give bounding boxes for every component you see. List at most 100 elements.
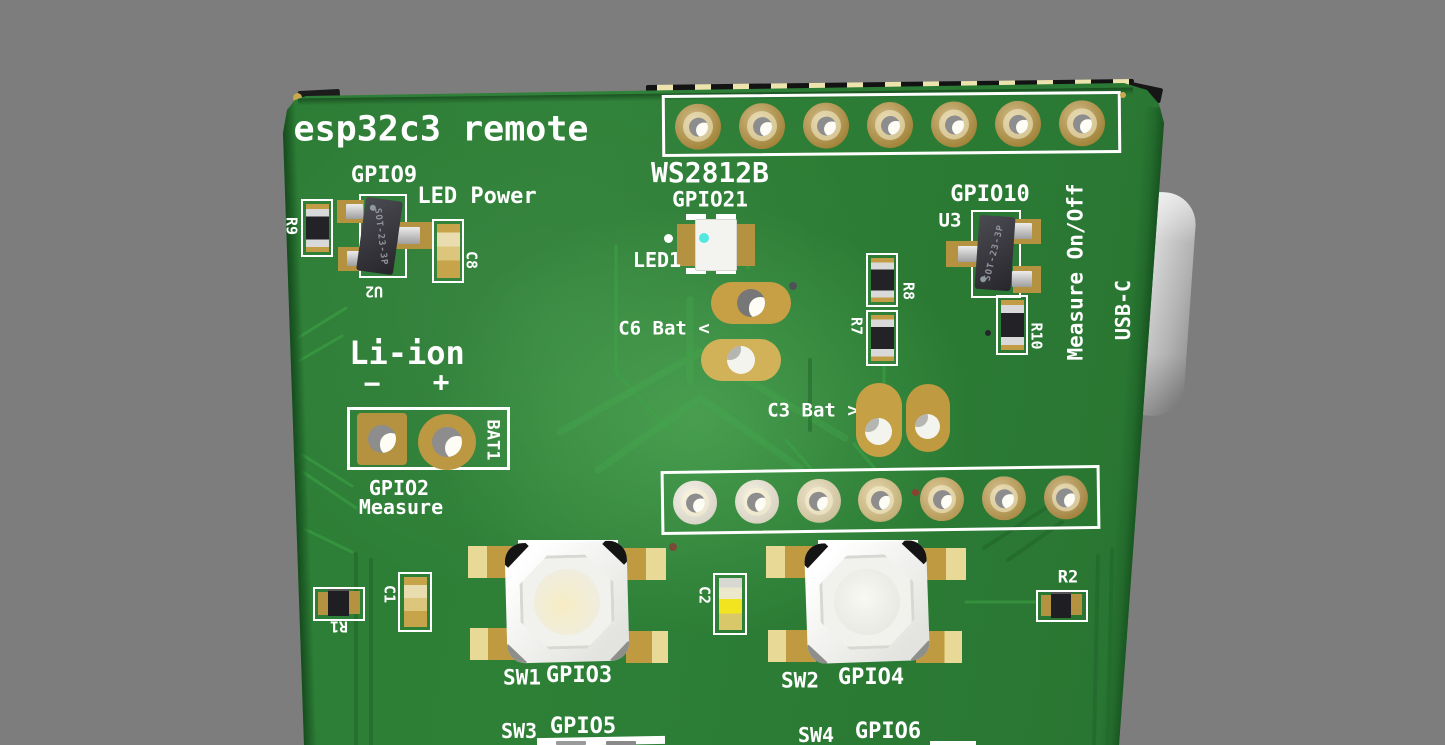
sw1-corner-mark (504, 644, 527, 664)
middle-header-hole (734, 479, 780, 525)
c6-hole (737, 289, 765, 317)
r1-outline (313, 587, 365, 621)
led1-silk-tick (686, 214, 706, 220)
led1-silk-tick (716, 214, 736, 220)
label-gpio9: GPIO9 (350, 163, 418, 188)
u3-leg (1012, 223, 1032, 239)
c2-outline (713, 573, 747, 635)
label-gpio3: GPIO3 (545, 663, 613, 688)
label-bat-minus: − (363, 367, 381, 400)
label-c6-bat: C6 Bat < (618, 317, 710, 340)
label-li-ion: Li-ion (349, 334, 465, 372)
c8-capacitor (437, 224, 460, 278)
bat1-neg-pad (357, 413, 407, 465)
c1-outline (398, 572, 432, 632)
via (1120, 92, 1126, 98)
label-gpio2: GPIO2 (368, 476, 430, 500)
r7-outline (866, 310, 898, 366)
label-usb-c: USB-C (1111, 279, 1135, 341)
led1-body (695, 219, 737, 271)
sw1-corner-mark (602, 540, 630, 565)
top-header-hole (1058, 100, 1106, 147)
middle-pin-header (660, 464, 1101, 536)
r8-outline (866, 253, 898, 307)
label-r1: R1 (329, 617, 349, 636)
sw1-switch (466, 540, 668, 672)
top-header-hole (994, 100, 1042, 148)
led1-pin1-marker (664, 234, 673, 243)
r2-outline (1036, 590, 1088, 622)
middle-header-hole-bore (808, 491, 829, 511)
middle-header-hole-bore (994, 488, 1014, 508)
sw1-corner-mark (504, 540, 529, 568)
top-header-hole-bore (816, 115, 836, 136)
r1-resistor (328, 589, 349, 616)
r2-pad (1041, 595, 1054, 616)
top-header-hole-bore (1008, 114, 1028, 134)
bat1-neg-hole (368, 425, 396, 453)
middle-header-hole-bore (747, 492, 767, 512)
r2-pad (1069, 594, 1082, 615)
led1-silk-tick (716, 268, 736, 274)
led1-silk-tick (686, 268, 706, 274)
r7-resistor (871, 315, 894, 361)
label-led1: LED1 (632, 248, 682, 272)
label-gpio4: GPIO4 (837, 665, 905, 690)
r10-resistor (1001, 300, 1024, 350)
label-u3: U3 (938, 209, 962, 232)
sw2-corner-mark (803, 539, 829, 569)
label-u2: U2 (364, 282, 384, 301)
middle-header-hole (858, 477, 903, 523)
label-sw2: SW2 (781, 668, 819, 693)
label-led-power: LED Power (417, 184, 537, 209)
top-header-hole-bore (944, 114, 964, 135)
label-r7: R7 (847, 316, 866, 336)
c6-hole (727, 346, 755, 374)
middle-header-hole-bore (932, 489, 952, 509)
label-r2: R2 (1057, 567, 1079, 588)
label-bat1: BAT1 (482, 419, 503, 461)
label-sw1: SW1 (503, 665, 541, 690)
middle-header-hole (1043, 475, 1089, 520)
via (789, 282, 797, 290)
label-r10: R10 (1027, 322, 1046, 350)
bat1-pos-hole (432, 427, 462, 457)
u2-leg (346, 204, 363, 219)
label-gpio21: GPIO21 (672, 187, 748, 212)
top-header-hole-bore (688, 117, 708, 137)
c8-outline (432, 219, 464, 283)
sw2-corner-mark (901, 539, 931, 565)
c6-pad-bottom (701, 339, 781, 381)
top-header-hole (674, 103, 722, 150)
label-c1: C1 (380, 584, 399, 604)
c6-pad-top (711, 282, 791, 324)
top-header-hole-bore (752, 116, 772, 136)
top-header-hole-bore (1072, 113, 1092, 133)
label-measure-on-off: Measure On/Off (1063, 183, 1088, 361)
u2-leg (398, 227, 420, 244)
middle-header-hole (981, 475, 1027, 521)
middle-header-hole-bore (870, 490, 891, 510)
middle-header-hole (919, 476, 965, 522)
top-pin-header (661, 90, 1122, 158)
label-c3-bat: C3 Bat > (767, 399, 859, 422)
middle-header-hole (672, 480, 718, 525)
sw3-body-partial (606, 741, 636, 745)
u3-leg (1012, 271, 1032, 287)
u3-leg (958, 246, 978, 262)
r10-outline (996, 295, 1028, 355)
top-header-hole (930, 101, 978, 148)
middle-header-hole-bore (1056, 487, 1076, 508)
label-c8: C8 (462, 250, 481, 270)
via (912, 489, 919, 496)
label-r9: R9 (282, 216, 301, 236)
r8-resistor (871, 258, 894, 302)
sw2-switch (764, 538, 966, 670)
via (669, 543, 677, 551)
c3-pad-left (856, 383, 902, 457)
top-header-hole (866, 101, 914, 149)
middle-header-hole-bore (685, 492, 705, 513)
top-header-hole (738, 102, 786, 150)
c3-hole (915, 414, 940, 439)
